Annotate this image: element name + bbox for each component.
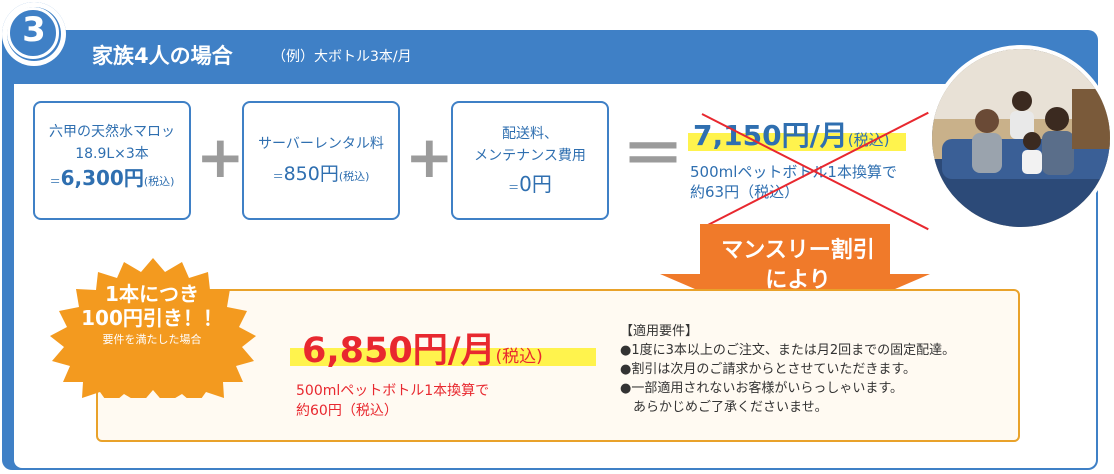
water-prefix: ＝ [49, 175, 61, 188]
badge-line3: 要件を満たした場合 [102, 333, 202, 346]
requirements-heading: 【適用要件】 [620, 324, 699, 339]
requirements-list: 【適用要件】 ●1度に3本以上のご注文、または月2回までの固定配達。 ●割引は次… [620, 322, 955, 417]
arrow-label-line2: により [765, 268, 831, 293]
delivery-name: 配送料、 [502, 126, 558, 142]
requirement-item: あらかじめご了承くださいませ。 [620, 400, 828, 415]
badge-line1: 1本につき [105, 282, 199, 306]
rental-tax: (税込) [338, 170, 370, 183]
rental-prefix: ＝ [272, 170, 284, 183]
step-number-badge: 3 [2, 2, 66, 66]
water-amount: 6,300円 [60, 166, 144, 190]
water-name: 六甲の天然水マロッ [49, 124, 175, 140]
old-price-note-line1: 500mlペットボトル1本換算で [690, 163, 897, 181]
family-photo-icon [932, 49, 1110, 227]
new-price-highlight [290, 348, 596, 366]
cost-box-water: 六甲の天然水マロッ 18.9L×3本 ＝6,300円(税込) [33, 101, 191, 220]
discount-badge: 1本につき 100円引き！！ 要件を満たした場合 [62, 282, 242, 350]
new-price-amount: 6,850円/月 [302, 331, 496, 371]
old-price-note: 500mlペットボトル1本換算で 約63円（税込） [690, 162, 897, 202]
rental-amount: 850円 [283, 163, 339, 185]
family-photo [928, 45, 1114, 231]
requirement-item: ●割引は次月のご請求からとさせていただきます。 [620, 362, 917, 377]
new-price-note-line2: 約60円（税込） [296, 403, 398, 419]
step-number: 3 [22, 10, 46, 50]
rental-name: サーバーレンタル料 [258, 136, 384, 152]
section-subtitle: （例）大ボトル3本/月 [272, 49, 412, 65]
new-price: 6,850円/月(税込) [302, 322, 543, 373]
arrow-label-line1: マンスリー割引 [721, 238, 875, 263]
plus-icon: + [196, 123, 245, 191]
equals-icon: ＝ [622, 118, 685, 191]
old-price-amount: 7,150円/月 [693, 119, 848, 152]
delivery-prefix: ＝ [508, 181, 520, 194]
water-quantity: 18.9L×3本 [75, 146, 149, 162]
new-price-note-line1: 500mlペットボトル1本換算で [296, 383, 490, 399]
starburst-badge-icon [50, 258, 256, 398]
discount-arrow-icon [660, 224, 930, 332]
new-price-note: 500mlペットボトル1本換算で 約60円（税込） [296, 381, 489, 421]
old-price-highlight [688, 133, 906, 151]
section-title: 家族4人の場合 [92, 44, 233, 68]
requirement-item: ●一部適用されないお客様がいらっしゃいます。 [620, 381, 904, 396]
water-tax: (税込) [143, 175, 175, 188]
arrow-label: マンスリー割引 により [704, 236, 892, 296]
plus-icon-2: + [405, 123, 454, 191]
cost-box-rental: サーバーレンタル料 ＝850円(税込) [242, 101, 400, 220]
badge-line2: 100円引き！！ [81, 306, 223, 330]
maintenance-name: メンテナンス費用 [474, 148, 586, 164]
new-price-tax: (税込) [495, 347, 543, 367]
old-price-note-line2: 約63円（税込） [690, 183, 800, 201]
step-ring [7, 7, 59, 59]
delivery-amount: 0円 [519, 172, 552, 196]
cost-box-delivery: 配送料、 メンテナンス費用 ＝0円 [451, 101, 609, 220]
requirement-item: ●1度に3本以上のご注文、または月2回までの固定配達。 [620, 343, 956, 358]
